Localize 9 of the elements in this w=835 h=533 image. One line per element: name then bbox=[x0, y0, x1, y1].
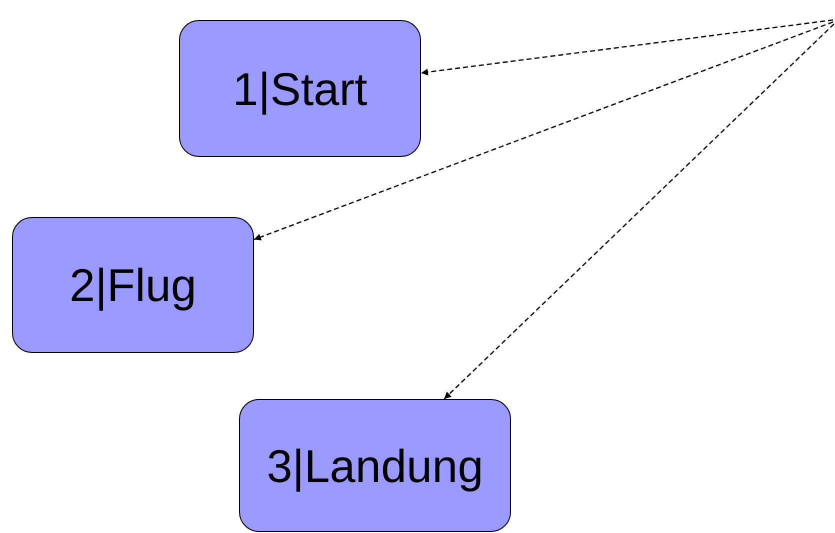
box-label: 1|Start bbox=[232, 62, 368, 116]
process-box bbox=[12, 217, 254, 353]
box-label: 2|Flug bbox=[69, 258, 197, 312]
dashed-arrow bbox=[444, 24, 834, 400]
process-box bbox=[239, 399, 511, 532]
box-label: 3|Landung bbox=[266, 438, 484, 492]
dashed-arrow bbox=[420, 19, 834, 76]
dashed-arrow bbox=[254, 21, 834, 240]
process-box bbox=[179, 20, 421, 157]
